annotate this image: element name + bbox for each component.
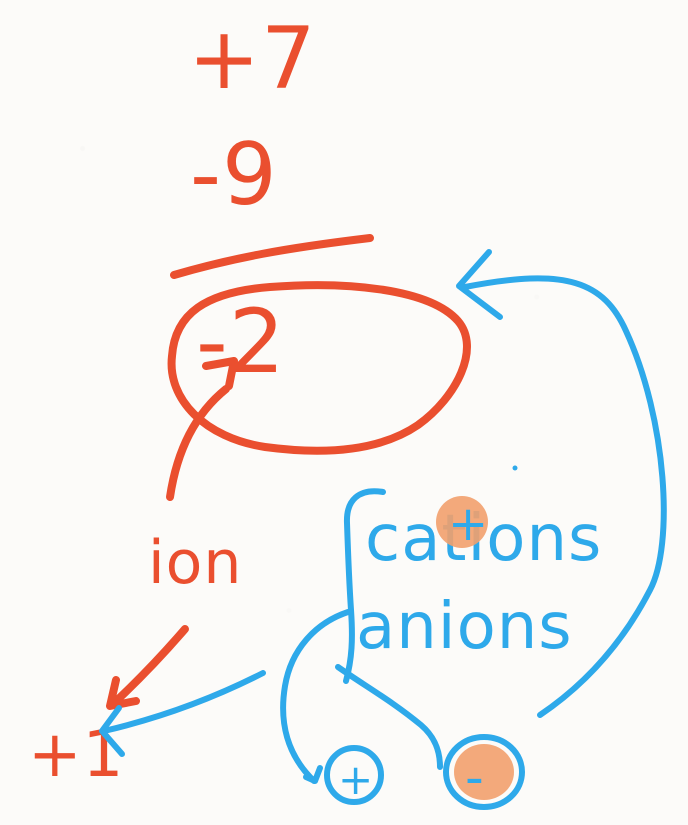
ion-to-plus-one-arrow-head-icon (106, 676, 140, 710)
minus-circle-outline (443, 734, 525, 810)
cation-charge-badge (436, 496, 488, 548)
cations-to-plus-circle-arrow-head-icon (303, 765, 323, 784)
anions-label: anions (356, 590, 573, 664)
subtraction-line (170, 234, 374, 279)
anions-to-plus-one-arrow-head-icon (99, 705, 125, 757)
minus-circle-sign: - (465, 748, 485, 808)
plus-seven-text: +7 (188, 9, 317, 109)
minus-nine-text: -9 (190, 125, 278, 225)
cations-to-result-arrow-head-icon (456, 249, 503, 320)
vocabulary-bracket (343, 488, 386, 684)
ion-to-plus-one-arrow-line (109, 625, 189, 708)
cations-to-result-arrow-line (462, 275, 667, 718)
ion-label: ion (148, 528, 242, 598)
ion-to-result-arrow-line (166, 385, 230, 501)
cation-plus-sign-text: + (448, 496, 489, 552)
cations-to-plus-circle-arrow (280, 609, 351, 784)
ion-to-result-arrow-head-icon (202, 357, 238, 390)
anions-to-minus-circle-arrow (335, 664, 443, 770)
minus-circle-fill (454, 744, 514, 800)
plus-circle (324, 745, 384, 805)
plus-circle-sign: + (338, 755, 374, 804)
result-circle (167, 281, 471, 455)
anions-to-plus-one-arrow-line (101, 670, 266, 734)
minus-two-text: -2 (196, 290, 286, 393)
small-blue-dot (512, 465, 518, 471)
